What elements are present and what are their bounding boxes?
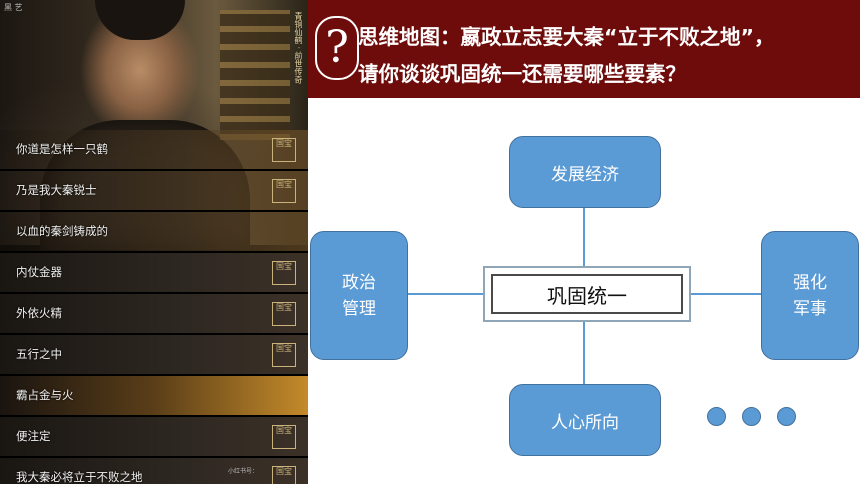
node-political-management: 政治 管理 xyxy=(310,231,408,360)
node-develop-economy: 发展经济 xyxy=(509,136,661,208)
corner-logo: 黑 艺 xyxy=(4,3,23,12)
ellipsis-dot xyxy=(707,407,726,426)
connector-horizontal-right xyxy=(691,293,761,295)
subtitle-caption: 我大秦必将立于不败之地 xyxy=(16,470,143,484)
node-strengthen-military: 强化 军事 xyxy=(761,231,859,360)
subtitle-strip: 以血的秦剑铸成的 xyxy=(0,212,308,253)
subtitle-strip: 我大秦必将立于不败之地 国宝 xyxy=(0,458,308,484)
node-label: 强化 xyxy=(793,272,827,293)
central-node: 巩固统一 xyxy=(483,266,691,322)
subtitle-strip: 霸占金与火 xyxy=(0,376,308,417)
node-label: 管理 xyxy=(342,298,376,319)
question-line-2: 请你谈谈巩固统一还需要哪些要素？ xyxy=(358,62,686,86)
central-node-label: 巩固统一 xyxy=(491,274,683,314)
seal-icon: 国宝 xyxy=(272,425,296,449)
vertical-title: 青铜仙鹤 · 前世传奇 xyxy=(294,12,303,84)
question-line-1: 思维地图：嬴政立志要大秦“立于不败之地”， xyxy=(358,25,775,49)
subtitle-caption: 内仗金器 xyxy=(16,265,62,279)
subtitle-caption: 你道是怎样一只鹤 xyxy=(16,142,108,156)
subtitle-strip: 乃是我大秦锐士 国宝 xyxy=(0,171,308,212)
subtitle-strips: 你道是怎样一只鹤 国宝 乃是我大秦锐士 国宝 以血的秦剑铸成的 内仗金器 国宝 … xyxy=(0,130,308,484)
seal-icon: 国宝 xyxy=(272,466,296,484)
subtitle-caption: 以血的秦剑铸成的 xyxy=(16,224,108,238)
ellipsis-dot xyxy=(742,407,761,426)
connector-vertical-top xyxy=(583,206,585,267)
node-label: 政治 xyxy=(342,272,376,293)
seal-icon: 国宝 xyxy=(272,261,296,285)
node-popular-support: 人心所向 xyxy=(509,384,661,456)
seal-icon: 国宝 xyxy=(272,343,296,367)
subtitle-strip: 外依火精 国宝 xyxy=(0,294,308,335)
video-still-image: 黑 艺 青铜仙鹤 · 前世传奇 你道是怎样一只鹤 国宝 乃是我大秦锐士 国宝 以… xyxy=(0,0,308,484)
subtitle-caption: 霸占金与火 xyxy=(16,388,74,402)
subtitle-caption: 乃是我大秦锐士 xyxy=(16,183,97,197)
subtitle-strip: 五行之中 国宝 xyxy=(0,335,308,376)
seal-icon: 国宝 xyxy=(272,302,296,326)
node-label: 军事 xyxy=(793,298,827,319)
subtitle-caption: 五行之中 xyxy=(16,347,62,361)
header-band xyxy=(308,0,860,98)
question-mark-icon: ? xyxy=(315,16,359,80)
node-label: 人心所向 xyxy=(551,412,619,433)
connector-horizontal-left xyxy=(407,293,484,295)
connector-vertical-bottom xyxy=(583,322,585,384)
bronze-rack xyxy=(220,10,290,140)
seal-icon: 国宝 xyxy=(272,179,296,203)
watermark: 小红书号： xyxy=(228,468,259,475)
subtitle-caption: 便注定 xyxy=(16,429,51,443)
node-label: 发展经济 xyxy=(551,164,619,185)
subtitle-strip: 你道是怎样一只鹤 国宝 xyxy=(0,130,308,171)
subtitle-strip: 内仗金器 国宝 xyxy=(0,253,308,294)
ellipsis-dot xyxy=(777,407,796,426)
subtitle-strip: 便注定 国宝 xyxy=(0,417,308,458)
seal-icon: 国宝 xyxy=(272,138,296,162)
actor-hair xyxy=(95,0,185,40)
subtitle-caption: 外依火精 xyxy=(16,306,62,320)
